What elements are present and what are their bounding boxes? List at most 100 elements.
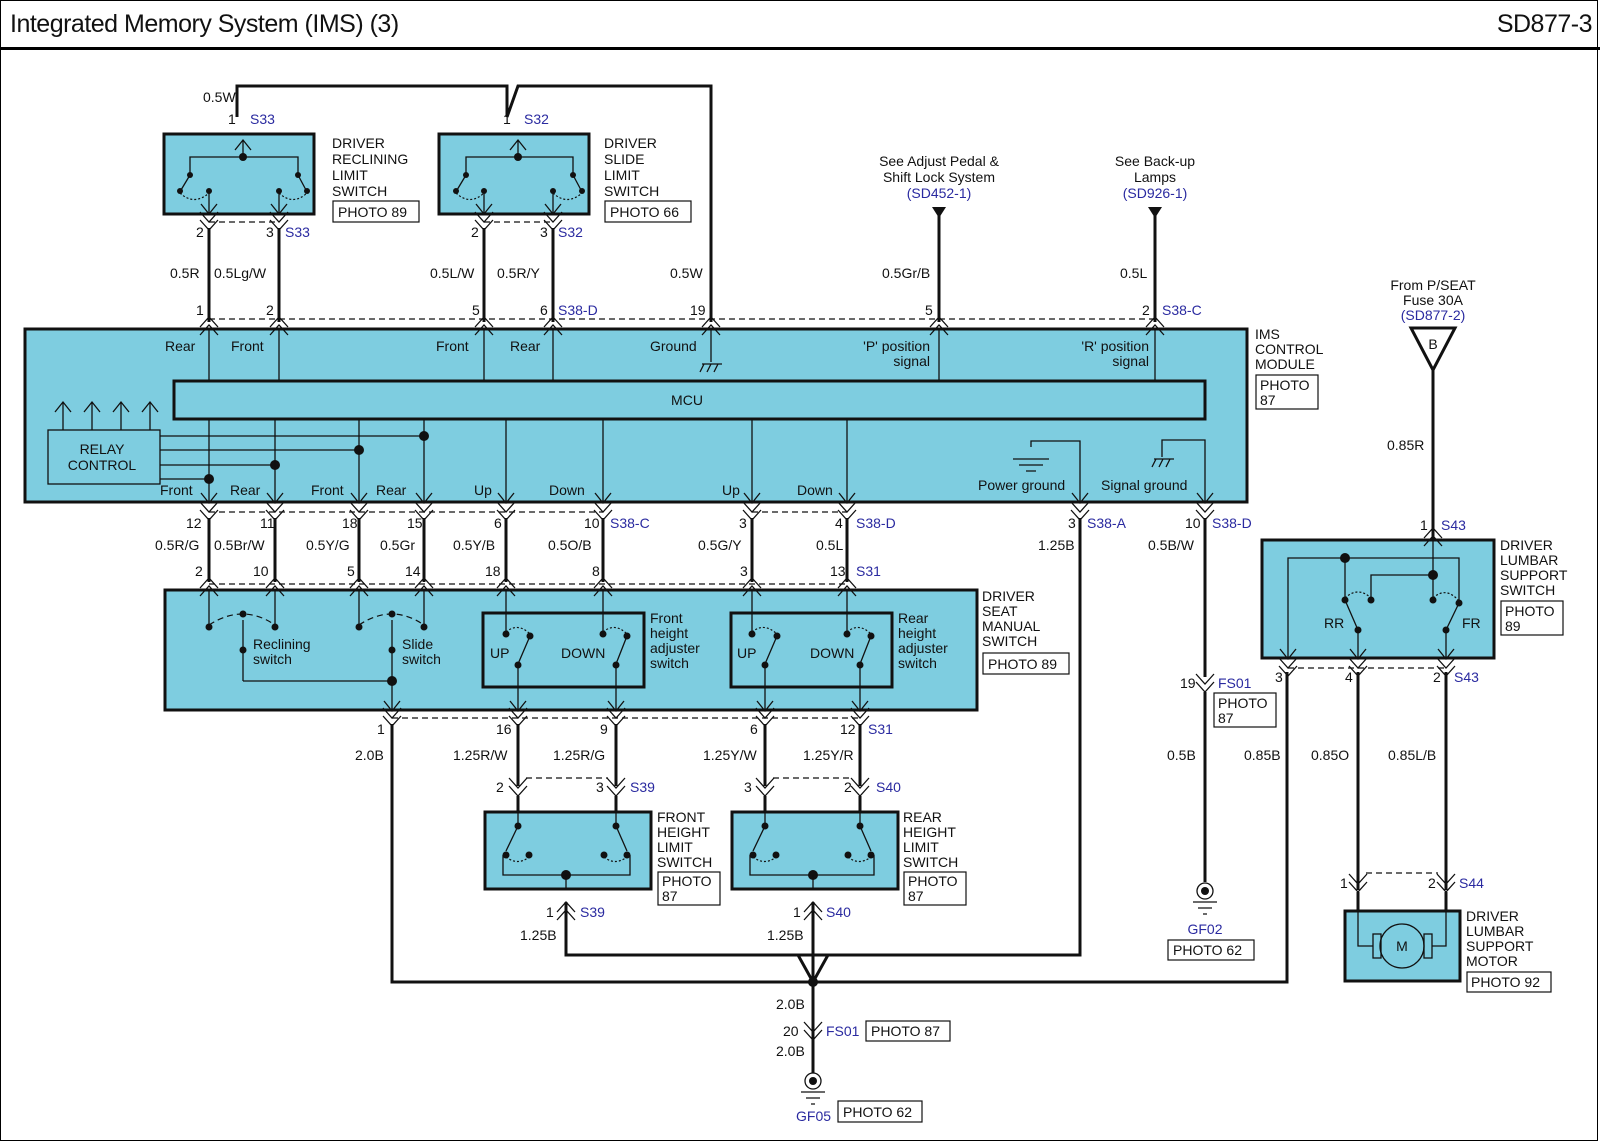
photo-reference[interactable]: PHOTO xyxy=(1260,377,1310,393)
svg-text:PHOTO[interactable]: PHOTO xyxy=(1218,695,1268,711)
svg-text:1.25Y/R: 1.25Y/R xyxy=(803,747,854,763)
photo-reference[interactable]: 87 xyxy=(1260,392,1276,408)
svg-text:S40: S40 xyxy=(826,904,851,920)
pin-number: 3 xyxy=(266,224,274,240)
svg-text:1.25B: 1.25B xyxy=(767,927,804,943)
wire-label: 0.5Gr/B xyxy=(882,265,930,281)
svg-text:Rear: Rear xyxy=(510,338,541,354)
svg-text:1.25R/W: 1.25R/W xyxy=(453,747,508,763)
photo-reference[interactable]: PHOTO 89 xyxy=(338,204,407,220)
svg-text:S38-A: S38-A xyxy=(1087,515,1127,531)
component-name: SWITCH xyxy=(604,183,659,199)
svg-text:1.25R/G: 1.25R/G xyxy=(553,747,605,763)
svg-text:HEIGHT: HEIGHT xyxy=(657,824,710,840)
fuse-source: From P/SEAT Fuse 30A (SD877-2) B 0.85R 1… xyxy=(1387,277,1476,540)
svg-text:0.5B: 0.5B xyxy=(1167,747,1196,763)
driver-lumbar-support-motor: 1 2 S44 M DRIVER LUMBAR SUPPORT MOTOR PH… xyxy=(1340,872,1552,993)
page-title: Integrated Memory System (IMS) (3) xyxy=(10,10,399,38)
svg-text:2: 2 xyxy=(1433,669,1441,685)
svg-text:20: 20 xyxy=(783,1023,799,1039)
wire-label: 0.5L/W xyxy=(430,265,475,281)
photo-reference[interactable]: PHOTO 62 xyxy=(843,1104,912,1120)
svg-text:adjuster: adjuster xyxy=(898,640,948,656)
photo-reference[interactable]: PHOTO 89 xyxy=(988,656,1057,672)
component-name: LIMIT xyxy=(604,167,640,183)
rear-height-limit-switch: REAR HEIGHT LIMIT SWITCH PHOTO 87 1 S40 … xyxy=(730,809,967,982)
photo-reference[interactable]: PHOTO 66 xyxy=(610,204,679,220)
svg-text:'R' position: 'R' position xyxy=(1081,338,1149,354)
svg-text:3: 3 xyxy=(744,779,752,795)
cross-reference-link[interactable]: (SD452-1) xyxy=(907,185,972,201)
svg-text:0.85R: 0.85R xyxy=(1387,437,1424,453)
wire-label: 0.5R/Y xyxy=(497,265,540,281)
svg-text:signal: signal xyxy=(893,353,930,369)
svg-text:HEIGHT: HEIGHT xyxy=(903,824,956,840)
svg-text:8: 8 xyxy=(592,563,600,579)
svg-text:3: 3 xyxy=(1068,515,1076,531)
svg-text:PHOTO[interactable]: PHOTO xyxy=(662,873,712,889)
cross-reference-link[interactable]: (SD877-2) xyxy=(1401,307,1466,323)
component-name: LIMIT xyxy=(332,167,368,183)
ground-gf02: 19 FS01 PHOTO 87 0.5B GF02 PHOTO 62 xyxy=(1167,673,1277,961)
svg-text:13: 13 xyxy=(830,563,846,579)
svg-text:2.0B: 2.0B xyxy=(355,747,384,763)
svg-text:1: 1 xyxy=(196,302,204,318)
svg-text:UP: UP xyxy=(490,645,509,661)
svg-text:5: 5 xyxy=(347,563,355,579)
svg-text:1.25Y/W: 1.25Y/W xyxy=(703,747,757,763)
svg-text:Fuse 30A: Fuse 30A xyxy=(1403,292,1464,308)
svg-text:12: 12 xyxy=(186,515,202,531)
connector-label: S32 xyxy=(558,224,583,240)
component-name: RECLINING xyxy=(332,151,408,167)
svg-text:9: 9 xyxy=(600,721,608,737)
component-name: SWITCH xyxy=(332,183,387,199)
svg-text:PHOTO[interactable]: PHOTO xyxy=(1505,603,1555,619)
svg-text:2: 2 xyxy=(195,563,203,579)
svg-text:1.25B: 1.25B xyxy=(1038,537,1075,553)
svg-text:16: 16 xyxy=(496,721,512,737)
svg-text:2: 2 xyxy=(496,779,504,795)
svg-text:S39: S39 xyxy=(630,779,655,795)
top-connectors: 2 3 S33 2 3 S32 0.5R 0.5Lg/W 0.5L/W 0.5R… xyxy=(170,211,1147,322)
svg-text:1: 1 xyxy=(1420,517,1428,533)
photo-reference[interactable]: PHOTO 92 xyxy=(1471,974,1540,990)
svg-text:Down: Down xyxy=(549,482,585,498)
photo-reference[interactable]: PHOTO 62 xyxy=(1173,942,1242,958)
svg-text:adjuster: adjuster xyxy=(650,640,700,656)
svg-text:2: 2 xyxy=(266,302,274,318)
svg-text:12: 12 xyxy=(840,721,856,737)
svg-text:87[interactable]: 87 xyxy=(1218,710,1234,726)
svg-text:0.5Br/W: 0.5Br/W xyxy=(214,537,265,553)
svg-text:S31: S31 xyxy=(868,721,893,737)
component-name: DRIVER xyxy=(982,588,1035,604)
connector-label: S33 xyxy=(250,111,275,127)
top-wire-loop: 0.5W xyxy=(203,84,713,322)
svg-text:switch: switch xyxy=(898,655,937,671)
s38-top-pins: 1 2 5 6 S38-D 19 5 2 S38-C xyxy=(196,302,1202,320)
svg-text:87[interactable]: 87 xyxy=(662,888,678,904)
svg-text:4: 4 xyxy=(1345,669,1353,685)
svg-text:S39: S39 xyxy=(580,904,605,920)
photo-reference[interactable]: PHOTO 87 xyxy=(871,1023,940,1039)
cross-reference-link[interactable]: (SD926-1) xyxy=(1123,185,1188,201)
svg-text:2.0B: 2.0B xyxy=(776,996,805,1012)
svg-text:89[interactable]: 89 xyxy=(1505,618,1521,634)
svg-text:PHOTO[interactable]: PHOTO xyxy=(908,873,958,889)
svg-text:6: 6 xyxy=(540,302,548,318)
svg-text:height: height xyxy=(898,625,936,641)
svg-text:FS01: FS01 xyxy=(826,1023,860,1039)
svg-text:11: 11 xyxy=(260,515,275,531)
svg-text:Power ground: Power ground xyxy=(978,477,1065,493)
svg-text:LUMBAR: LUMBAR xyxy=(1466,923,1524,939)
component-name: DRIVER xyxy=(332,135,385,151)
svg-text:18: 18 xyxy=(485,563,501,579)
svg-text:0.5R/G: 0.5R/G xyxy=(155,537,199,553)
svg-text:FS01: FS01 xyxy=(1218,675,1252,691)
svg-text:RELAY: RELAY xyxy=(80,441,126,457)
svg-text:Slide: Slide xyxy=(402,636,433,652)
svg-text:LIMIT: LIMIT xyxy=(657,839,693,855)
svg-text:FR: FR xyxy=(1462,615,1481,631)
svg-text:87[interactable]: 87 xyxy=(908,888,924,904)
svg-text:LUMBAR: LUMBAR xyxy=(1500,552,1558,568)
svg-text:Shift Lock System: Shift Lock System xyxy=(883,169,995,185)
